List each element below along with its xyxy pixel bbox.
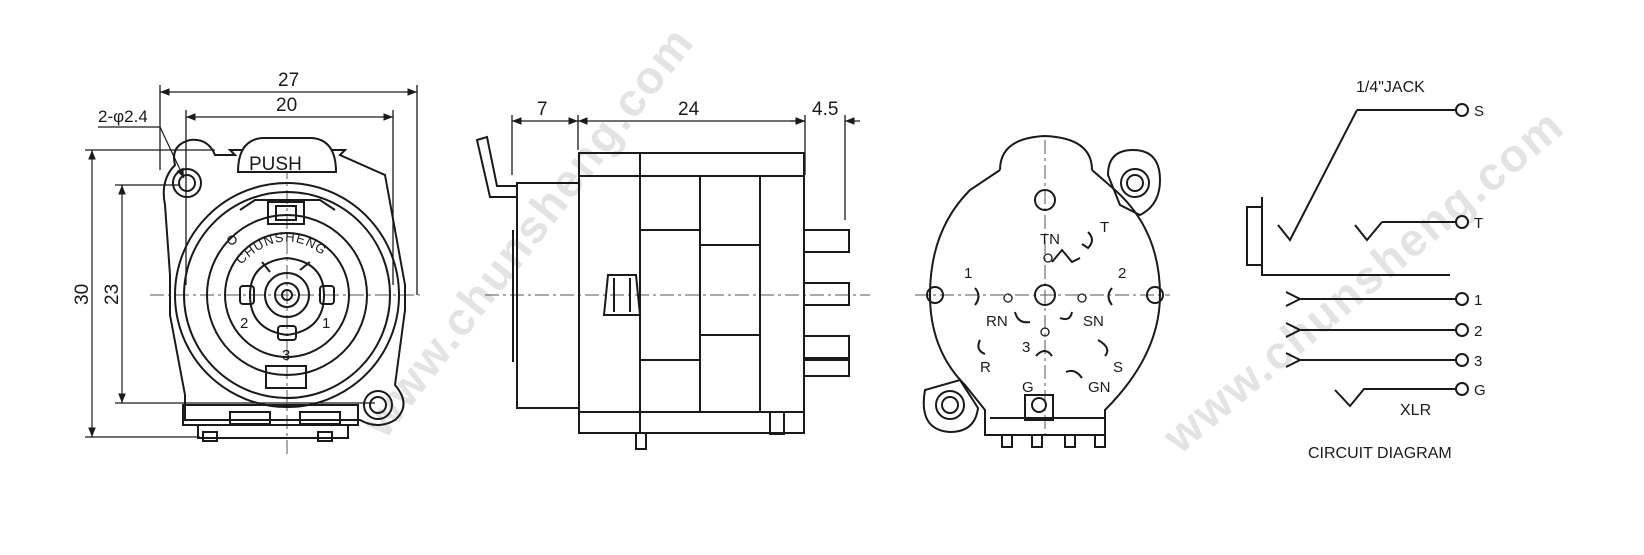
circuit-caption: CIRCUIT DIAGRAM (1308, 445, 1452, 462)
terminal-3-icon (1455, 353, 1469, 367)
rear-pin-tn: TN (1040, 231, 1060, 248)
xlr-pin-3: 3 (1474, 353, 1482, 370)
watermark-left: www.chunsheng.com (351, 16, 704, 447)
front-pin-1: 1 (322, 315, 330, 332)
rear-pin-2: 2 (1118, 265, 1126, 282)
rear-pin-gn: GN (1088, 379, 1111, 396)
dim-front: 7 (537, 99, 548, 120)
terminal-g-icon (1455, 382, 1469, 396)
circuit-diagram: 1/4"JACK S T 1 2 3 G XLR CIRCU (1246, 79, 1486, 462)
dim-overall-height: 30 (72, 284, 93, 305)
xlr-pin-1: 1 (1474, 292, 1482, 309)
terminal-s-icon (1455, 103, 1469, 117)
rear-mount-hole-top-icon (1120, 168, 1150, 198)
terminal-t-icon (1455, 215, 1469, 229)
rear-pin-rn: RN (986, 313, 1008, 330)
rear-pin-sn: SN (1083, 313, 1104, 330)
dim-inner-width: 20 (276, 95, 297, 116)
dim-tail: 4.5 (812, 99, 838, 120)
push-label: PUSH (249, 154, 302, 175)
brand-text: CHUNSHENG (233, 229, 330, 267)
terminal-2-icon (1455, 323, 1469, 337)
rear-pin-1: 1 (964, 265, 972, 282)
xlr-pin-g: G (1474, 382, 1486, 399)
mount-hole-top-icon (172, 168, 202, 198)
mount-hole-bottom-icon (363, 390, 393, 420)
front-pin-2: 2 (240, 315, 248, 332)
rear-view: T TN 1 2 RN SN 3 R S G GN (915, 134, 1170, 448)
xlr-pin-2: 2 (1474, 323, 1482, 340)
rear-mount-hole-bottom-icon (935, 390, 965, 420)
front-pin-3: 3 (282, 347, 290, 364)
dim-overall-width: 27 (278, 70, 299, 91)
rear-pin-3: 3 (1022, 339, 1030, 356)
xlr-label: XLR (1400, 402, 1431, 419)
dim-hole-spacing: 23 (102, 284, 123, 305)
dim-body: 24 (678, 99, 700, 120)
jack-pin-s: S (1474, 103, 1484, 120)
rear-pin-g: G (1022, 379, 1034, 396)
rear-pin-s: S (1113, 359, 1123, 376)
watermark-right: www.chunsheng.com (1152, 98, 1573, 463)
side-dimensions: 7 24 4.5 (511, 99, 860, 220)
rear-pin-t: T (1100, 219, 1109, 236)
jack-pin-t: T (1474, 215, 1483, 232)
jack-title: 1/4"JACK (1356, 79, 1425, 96)
dim-mount-holes: 2-φ2.4 (98, 107, 148, 126)
terminal-1-icon (1455, 292, 1469, 306)
side-view: 7 24 4.5 (475, 99, 870, 450)
rear-pin-r: R (980, 359, 991, 376)
